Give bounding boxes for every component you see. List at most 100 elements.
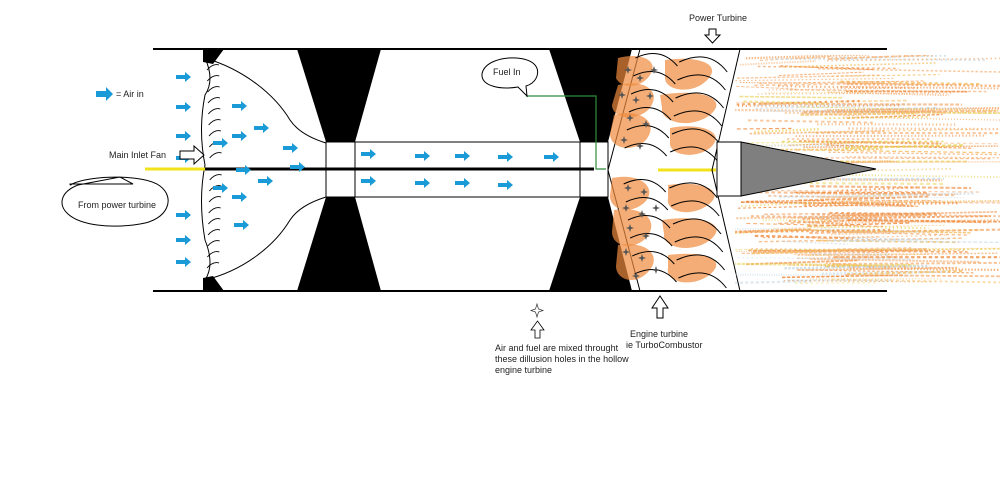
exhaust-streak: [828, 151, 1000, 156]
exhaust-streak: [781, 240, 849, 245]
exhaust-streak: [831, 278, 1000, 284]
exhaust-streak: [843, 229, 981, 233]
air-arrow-icon: [361, 149, 376, 159]
exhaust-streak: [788, 219, 852, 226]
air-arrow-icon: [176, 72, 191, 82]
exhaust-streak: [754, 127, 820, 134]
dilution-holes: [618, 66, 660, 280]
dilution-hole-icon: [624, 66, 632, 74]
fuel-in-bubble: [481, 57, 539, 98]
air-arrow-icon: [415, 151, 430, 161]
power-turbine-blade: [670, 200, 720, 217]
exhaust-streak: [843, 237, 921, 241]
power-turbine-blade: [675, 92, 724, 109]
engine-turbine-blade: [624, 143, 668, 157]
exhaust-cone-collar: [716, 141, 742, 197]
exhaust-streak: [821, 234, 948, 240]
exhaust-streak: [848, 201, 1000, 204]
exhaust-streak: [830, 210, 998, 217]
air-arrow-icon: [176, 131, 191, 141]
air-arrow-icon: [236, 165, 251, 175]
exhaust-streak: [748, 249, 968, 253]
power-turbine-blade: [671, 128, 721, 145]
power-turbine-blade: [677, 74, 726, 91]
exhaust-streak: [803, 110, 996, 113]
fuel-in-label: Fuel In: [493, 67, 521, 77]
fan-blade: [208, 207, 221, 214]
exhaust-streak: [817, 200, 1000, 204]
exhaust-streak: [773, 224, 946, 229]
exhaust-streak: [845, 156, 1000, 159]
exhaust-streak: [746, 199, 825, 202]
fan-blade: [207, 240, 220, 247]
exhaust-streak: [738, 204, 872, 209]
dilution-hole-icon: [624, 184, 632, 192]
exhaust-streak: [798, 106, 998, 112]
air-arrow-icon: [232, 131, 247, 141]
exhaust-streak: [736, 99, 860, 106]
exhaust-streak: [783, 280, 932, 283]
power-turbine-blade: [676, 254, 725, 271]
power-turbine-label: Power Turbine: [689, 13, 748, 23]
exhaust-streak: [789, 264, 951, 269]
exhaust-streak: [784, 264, 930, 270]
fan-blade: [207, 108, 221, 115]
dilution-hole-icon: [652, 204, 660, 212]
air-arrow-icon: [258, 176, 273, 186]
exhaust-streak: [736, 85, 797, 90]
turbine-blades: [623, 53, 728, 289]
engine-turbine-blade: [628, 107, 672, 121]
fan-blade: [206, 75, 220, 82]
dilution-hole-icon: [626, 224, 634, 232]
exhaust-streak: [739, 228, 894, 234]
exhaust-streak: [736, 214, 922, 220]
inlet-fan-top-block: [203, 49, 224, 64]
compressor-top-block: [297, 49, 381, 142]
exhaust-streak: [821, 270, 949, 275]
fan-blade: [206, 64, 220, 71]
dilution-hole-icon: [638, 210, 646, 218]
air-arrow-icon: [234, 220, 249, 230]
air-in-legend-label: = Air in: [116, 89, 144, 99]
mixing-sparkle-icon: [529, 302, 545, 319]
exhaust-streak: [781, 62, 937, 68]
exhaust-streak: [828, 91, 949, 97]
engine-turbine-label-line2: ie TurboCombustor: [626, 340, 703, 350]
exhaust-streak: [798, 266, 959, 271]
exhaust-streak: [789, 141, 869, 147]
exhaust-streak: [803, 204, 920, 207]
exhaust-streak: [819, 157, 991, 160]
fan-blade: [208, 218, 221, 225]
exhaust-streak: [832, 239, 1000, 244]
air-arrow-icon: [176, 235, 191, 245]
exhaust-streak: [739, 60, 816, 66]
fan-blade: [209, 174, 222, 181]
air-arrow-icon: [283, 143, 298, 153]
exhaust-streak: [809, 185, 972, 190]
flame-blotch: [616, 244, 654, 280]
air-arrow-icon: [254, 123, 269, 133]
exhaust-streak: [745, 55, 870, 60]
flame-blotch: [667, 253, 717, 283]
exhaust-streak: [808, 218, 1000, 225]
exhaust-streak: [771, 195, 965, 199]
exhaust-streak: [824, 199, 941, 202]
fan-blade: [207, 86, 220, 93]
main-inlet-fan-arrow-icon: [179, 144, 205, 166]
exhaust-streak: [799, 140, 941, 145]
engine-turbine-blade: [625, 197, 669, 211]
power-turbine-blade: [673, 110, 723, 127]
fan-blade: [207, 97, 221, 104]
exhaust-streak: [840, 85, 1000, 90]
legend-air-arrow-icon: [96, 87, 113, 101]
dilution-hole-icon: [652, 266, 660, 274]
exhaust-streak: [765, 91, 873, 94]
fan-blade: [209, 152, 222, 159]
exhaust-streak: [751, 248, 965, 252]
exhaust-streak: [747, 119, 873, 124]
dilution-hole-icon: [626, 114, 634, 122]
engine-turbine-blade: [635, 53, 678, 67]
engine-turbine-arrow-icon: [651, 295, 669, 319]
air-arrows: [176, 72, 559, 267]
dilution-hole-icon: [650, 66, 658, 74]
